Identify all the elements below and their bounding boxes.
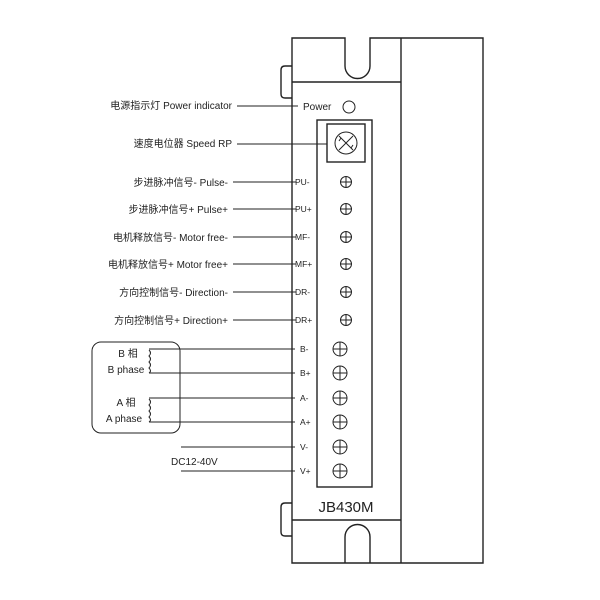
- screw-terminal-icon[interactable]: [340, 203, 352, 215]
- b-phase-en: B phase: [108, 365, 145, 376]
- screw-terminal-icon[interactable]: [332, 439, 348, 455]
- signal-description: 电机释放信号+ Motor free+: [108, 258, 228, 271]
- terminal-label: PU+: [295, 204, 312, 214]
- screw-terminal-icon[interactable]: [332, 390, 348, 406]
- power-terminal-row: V-: [181, 439, 348, 455]
- screw-terminal-icon[interactable]: [332, 341, 348, 357]
- terminal-label: MF-: [295, 232, 310, 242]
- signal-row: 电机释放信号+ Motor free+ MF+: [108, 258, 352, 271]
- screw-terminal-icon[interactable]: [340, 314, 352, 326]
- screw-terminal-icon[interactable]: [332, 463, 348, 479]
- a-coil-icon: [148, 398, 151, 423]
- signal-description: 步进脉冲信号+ Pulse+: [129, 203, 229, 216]
- signal-row: 步进脉冲信号+ Pulse+ PU+: [129, 203, 352, 216]
- screw-terminal-icon[interactable]: [332, 414, 348, 430]
- screw-terminal-icon[interactable]: [340, 231, 352, 243]
- b-phase-cn: B 相: [118, 347, 137, 360]
- power-terminal-row: B-: [149, 341, 348, 357]
- signal-description: 步进脉冲信号- Pulse-: [134, 176, 228, 189]
- speed-potentiometer[interactable]: [326, 123, 366, 163]
- power-label: Power: [303, 102, 332, 113]
- screw-terminal-icon[interactable]: [340, 176, 352, 188]
- signal-row: 方向控制信号- Direction- DR-: [119, 286, 352, 299]
- signal-row: 方向控制信号+ Direction+ DR+: [114, 314, 352, 327]
- terminal-block: [316, 119, 373, 488]
- signal-row: 步进脉冲信号- Pulse- PU-: [134, 176, 352, 189]
- power-terminal-row: A-: [149, 390, 348, 406]
- signal-row: 电机释放信号- Motor free- MF-: [113, 231, 352, 244]
- terminal-label: V-: [300, 442, 308, 452]
- power-indicator-description: 电源指示灯 Power indicator: [110, 99, 232, 112]
- b-coil-icon: [148, 349, 151, 374]
- screw-terminal-icon[interactable]: [340, 286, 352, 298]
- signal-description: 电机释放信号- Motor free-: [113, 231, 228, 244]
- model-label: JB430M: [318, 499, 373, 516]
- power-terminal-row: V+: [181, 463, 348, 479]
- supply-label: DC12-40V: [171, 457, 218, 468]
- terminal-label: B+: [300, 368, 311, 378]
- terminal-label: V+: [300, 466, 311, 476]
- screw-terminal-icon[interactable]: [332, 365, 348, 381]
- a-phase-en: A phase: [106, 414, 143, 425]
- motor-box: [91, 341, 181, 434]
- terminal-label: A-: [300, 393, 309, 403]
- signal-description: 方向控制信号+ Direction+: [114, 314, 228, 327]
- speed-rp-description: 速度电位器 Speed RP: [134, 137, 233, 150]
- terminal-label: DR-: [295, 287, 310, 297]
- signal-description: 方向控制信号- Direction-: [119, 286, 228, 299]
- power-led-icon: [342, 100, 356, 114]
- power-terminal-row: A+: [149, 414, 348, 430]
- terminal-label: DR+: [295, 315, 312, 325]
- screw-terminal-icon[interactable]: [340, 258, 352, 270]
- driver-housing: JB430M: [280, 37, 484, 564]
- terminal-label: MF+: [295, 259, 312, 269]
- a-phase-cn: A 相: [117, 396, 136, 409]
- terminal-label: A+: [300, 417, 311, 427]
- terminal-label: B-: [300, 344, 309, 354]
- terminal-label: PU-: [295, 177, 310, 187]
- potentiometer-icon: [334, 131, 358, 155]
- power-terminal-row: B+: [149, 365, 348, 381]
